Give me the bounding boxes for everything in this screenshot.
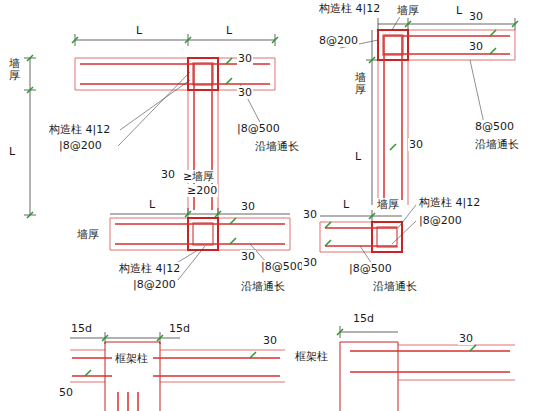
dimension-label: 30 (240, 200, 256, 213)
dimension-label: 框架柱 (294, 350, 329, 363)
dimension-label: 15d (70, 322, 93, 335)
dimension-label: 沿墙通长 (240, 280, 286, 293)
dimension-label: 30 (302, 256, 318, 269)
dimension-label: |8@500 (236, 122, 281, 135)
dimension-label: 沿墙通长 (474, 138, 520, 151)
dimension-label: 墙厚 (396, 4, 420, 17)
dimension-label: L (148, 198, 156, 211)
dimension-label: ≥200 (186, 184, 218, 197)
dimension-label: 墙厚 (354, 72, 367, 96)
dimension-label: 30 (302, 208, 318, 221)
dimension-label: 墙厚 (376, 198, 400, 211)
dimension-label: L (8, 145, 16, 158)
dimension-label: L (225, 24, 233, 37)
dimension-label: 30 (237, 86, 253, 99)
dimension-label: ≥墙厚 (182, 170, 215, 183)
dimension-label: 30 (408, 138, 424, 151)
dimension-label: 50 (58, 386, 74, 399)
dimension-label: 构造柱 4|12 (48, 123, 111, 136)
dimension-label: L (455, 4, 463, 17)
dimension-label: 15d (168, 322, 191, 335)
dimension-label: L (354, 150, 362, 163)
dimension-label: 框架柱 (114, 352, 149, 365)
dimension-label: |8@500 (260, 260, 305, 273)
dimension-label: 沿墙通长 (372, 280, 418, 293)
dimension-label: 30 (160, 168, 176, 181)
dimension-label: 30 (240, 250, 256, 263)
dimension-label: 构造柱 4|12 (318, 2, 381, 15)
dimension-label: |8@200 (58, 139, 103, 152)
dimension-label: L (135, 24, 143, 37)
dimension-label: 沿墙通长 (254, 140, 300, 153)
dimension-label: 30 (237, 52, 253, 65)
dimension-label: 墙厚 (76, 228, 100, 241)
dimension-label: 8@500 (474, 120, 515, 133)
dimension-label: |8@500 (348, 262, 393, 275)
dimension-label: 构造柱 4|12 (418, 196, 481, 209)
dimension-label: 15d (352, 312, 375, 325)
dimension-label: |8@200 (132, 278, 177, 291)
dimension-label: 墙厚 (8, 58, 21, 82)
dimension-label: L (342, 198, 350, 211)
dimension-label: 30 (468, 10, 484, 23)
dimension-label: |8@200 (418, 214, 463, 227)
dimension-label: 30 (262, 334, 278, 347)
dimension-label: 8@200 (318, 34, 359, 47)
dimension-label: 30 (468, 40, 484, 53)
dimension-label: 30 (458, 332, 474, 345)
dimension-label: 构造柱 4|12 (118, 262, 181, 275)
